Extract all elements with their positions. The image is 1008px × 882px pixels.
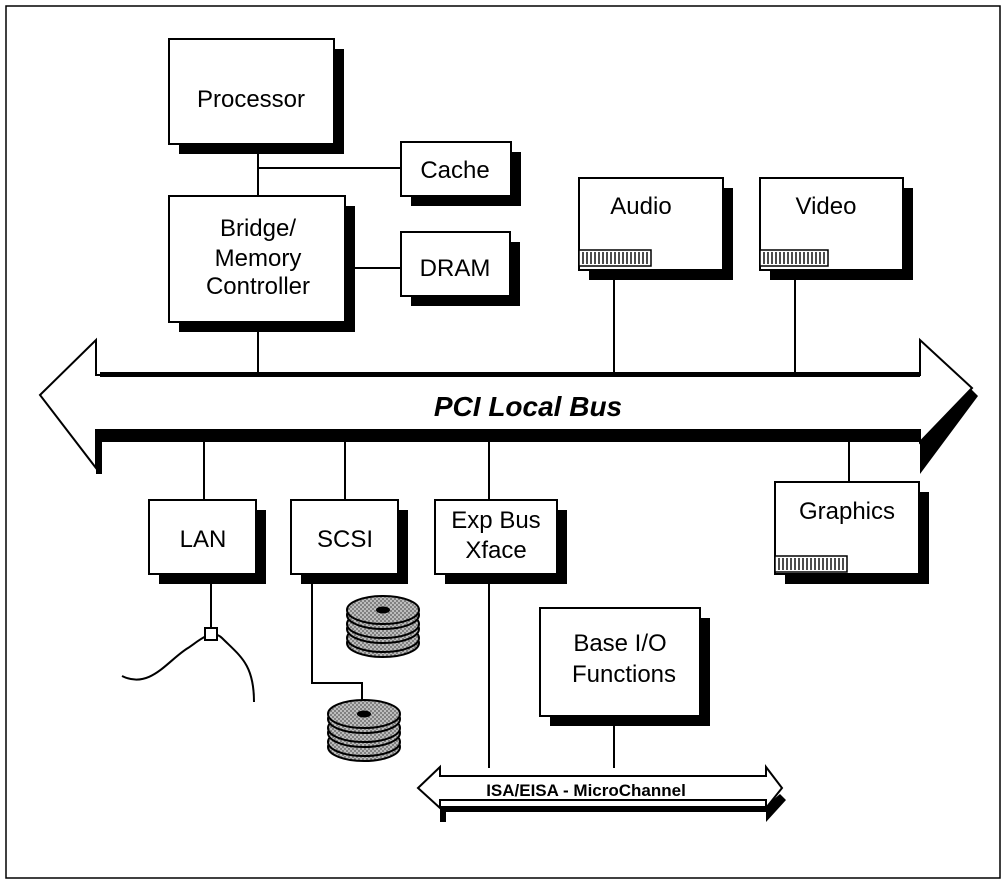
- isa-bus: ISA/EISA - MicroChannel: [416, 764, 786, 822]
- pci-bus-top-rule: [100, 372, 920, 377]
- audio-card: Audio: [578, 177, 733, 280]
- scsi-box: SCSI: [290, 499, 408, 584]
- bridge-label-line-2: Memory: [215, 245, 302, 272]
- processor-box: Processor: [168, 38, 344, 154]
- audio-label: Audio: [610, 193, 671, 220]
- disk-spindle: [357, 710, 371, 718]
- lan-box: LAN: [148, 499, 266, 584]
- connector-pins: [763, 252, 825, 264]
- isa-bus-label: ISA/EISA - MicroChannel: [486, 781, 686, 800]
- video-label: Video: [796, 193, 857, 220]
- pci-bus: PCI Local Bus: [38, 337, 978, 474]
- scsi-label: SCSI: [317, 526, 373, 553]
- bridge-label-line-3: Controller: [206, 273, 310, 300]
- processor-label: Processor: [197, 86, 305, 113]
- exp-bus-label-line-1: Exp Bus: [451, 507, 540, 534]
- connector-pins: [778, 558, 844, 570]
- base-io-label-line-1: Base I/O: [573, 630, 666, 657]
- bridge-memory-controller-box: Bridge/ Memory Controller: [168, 195, 355, 332]
- disk-stack-upper: [346, 595, 420, 658]
- cache-box: Cache: [400, 141, 521, 206]
- disk-spindle: [376, 606, 390, 614]
- lan-label: LAN: [180, 526, 227, 553]
- pci-bus-arrow: [38, 337, 974, 471]
- scsi-chain-line: [311, 574, 363, 700]
- audio-card-connector: [578, 249, 652, 267]
- graphics-card: Graphics: [774, 481, 929, 584]
- base-io-label-line-2: Functions: [572, 661, 676, 688]
- dram-box: DRAM: [400, 231, 520, 306]
- graphics-label: Graphics: [799, 498, 895, 525]
- exp-bus-label-line-2: Xface: [465, 537, 526, 564]
- lan-tap: [204, 627, 218, 641]
- graphics-card-connector: [774, 555, 848, 573]
- video-card: Video: [759, 177, 913, 280]
- pci-bus-label: PCI Local Bus: [434, 391, 622, 422]
- isa-bus-arrow: [416, 764, 784, 811]
- isa-bus-shadow: [440, 794, 786, 822]
- base-io-functions-box: Base I/O Functions: [539, 607, 710, 726]
- connector-pins: [582, 252, 648, 264]
- bridge-label-line-1: Bridge/: [220, 215, 296, 242]
- disk-stack-lower: [327, 699, 401, 762]
- lan-cable: [121, 633, 255, 703]
- video-card-connector: [759, 249, 829, 267]
- exp-bus-xface-box: Exp Bus Xface: [434, 499, 567, 584]
- figure-frame: [5, 5, 1001, 879]
- cache-label: Cache: [420, 157, 489, 184]
- dram-label: DRAM: [420, 255, 491, 282]
